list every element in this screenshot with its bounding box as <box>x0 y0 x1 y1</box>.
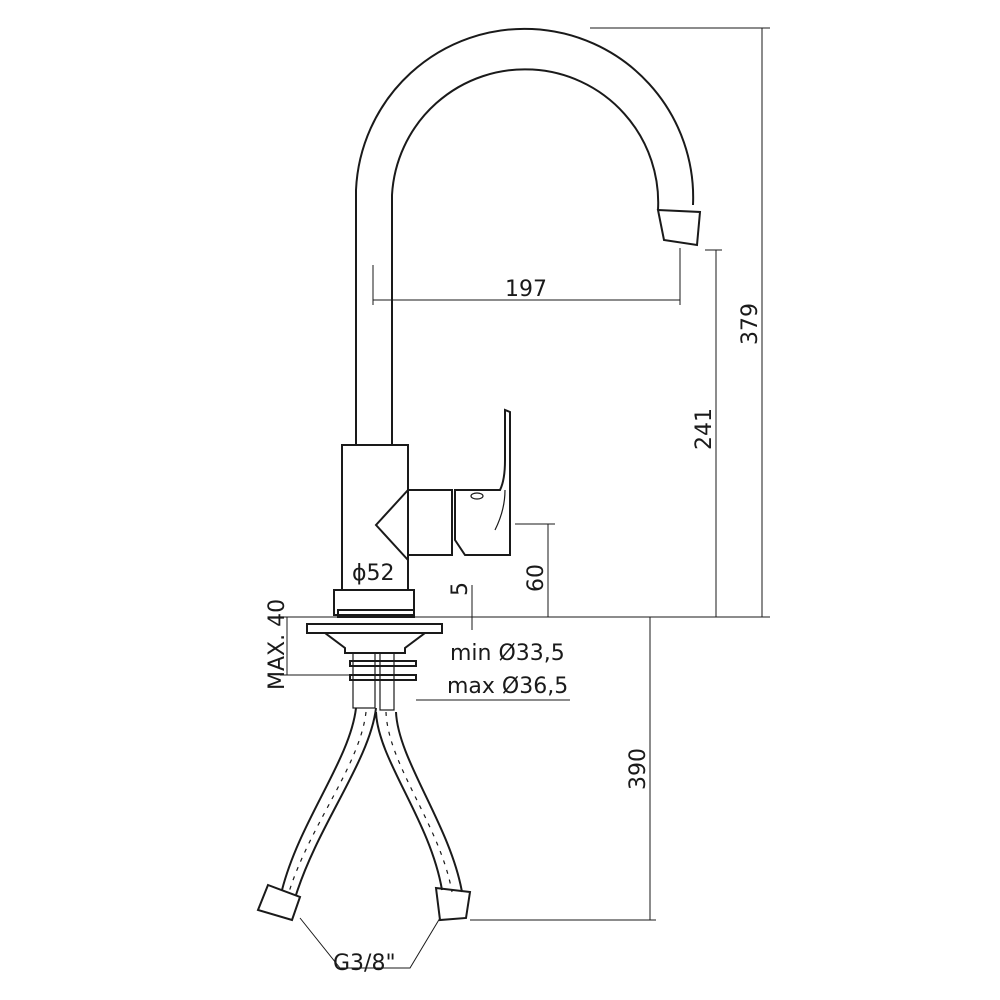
spout <box>355 27 702 445</box>
base <box>306 589 443 711</box>
dim-handle-height: 60 <box>524 564 549 592</box>
dim-connection: G3/8" <box>333 951 396 976</box>
dim-hole-min: min Ø33,5 <box>450 641 565 666</box>
hoses <box>256 707 472 922</box>
dim-hose-length: 390 <box>626 748 651 790</box>
dimension-lines <box>280 27 770 969</box>
nut-right <box>434 886 472 922</box>
dim-base-height: 5 <box>448 582 473 596</box>
dim-body-diameter: ϕ52 <box>352 561 395 586</box>
dim-spout-height: 241 <box>692 408 717 450</box>
dim-total-height: 379 <box>738 303 763 345</box>
nut-left <box>256 883 302 922</box>
dim-hole-max: max Ø36,5 <box>447 674 568 699</box>
dim-spout-reach: 197 <box>505 277 547 302</box>
dim-max-deck: MAX. 40 <box>265 599 290 690</box>
